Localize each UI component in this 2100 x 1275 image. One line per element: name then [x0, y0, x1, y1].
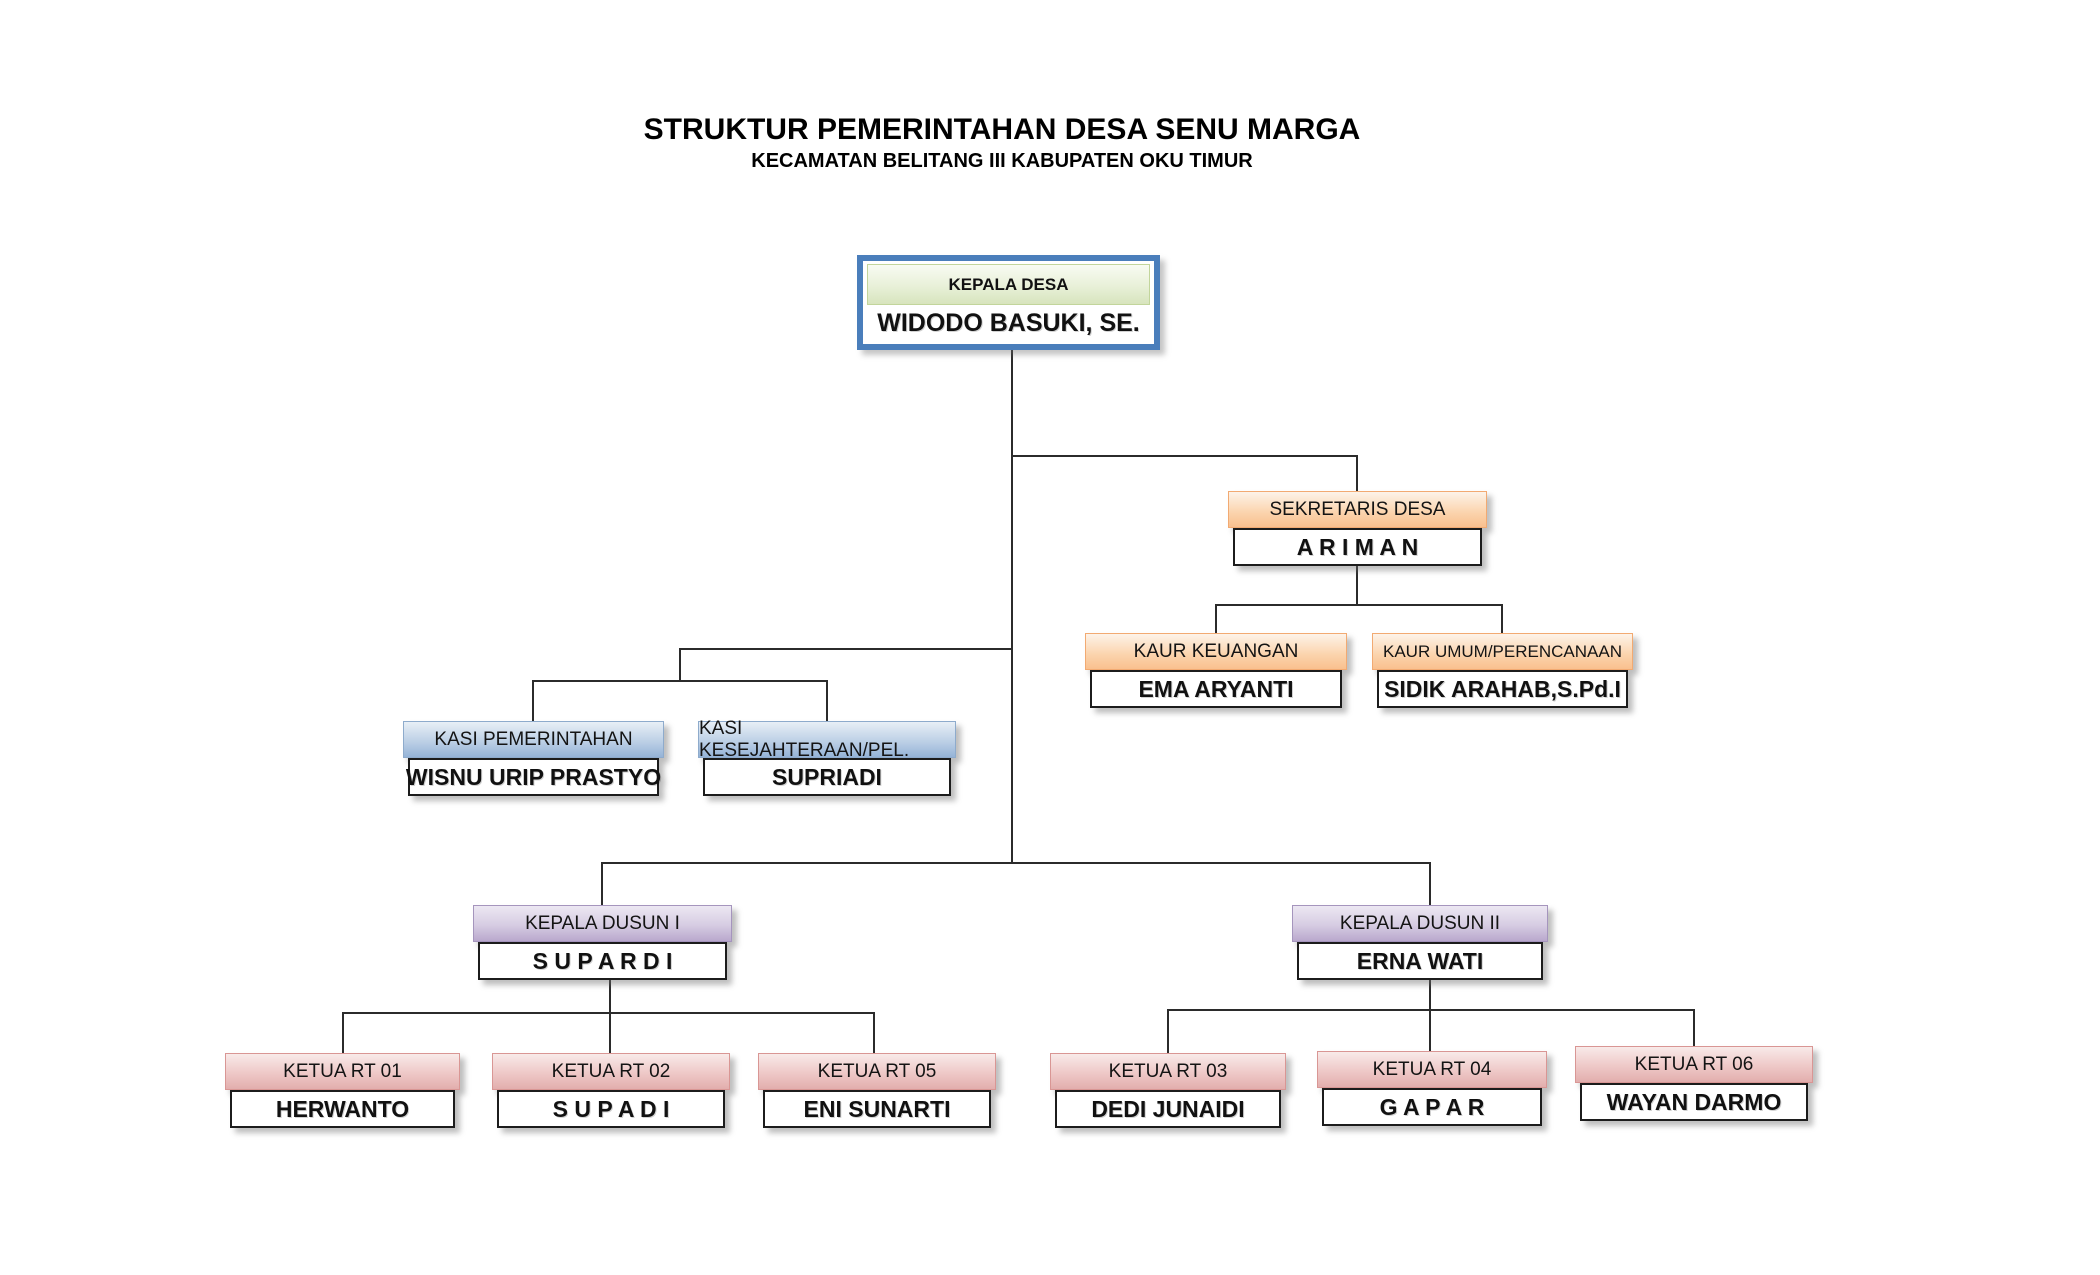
- role-header: SEKRETARIS DESA: [1228, 491, 1487, 528]
- person-name-box: WAYAN DARMO: [1580, 1083, 1808, 1121]
- person-name-box: HERWANTO: [230, 1090, 455, 1128]
- role-header: KAUR KEUANGAN: [1085, 633, 1347, 670]
- role-label: KETUA RT 06: [1634, 1053, 1754, 1075]
- connector: [1356, 455, 1358, 491]
- role-header: KASI PEMERINTAHAN: [403, 721, 664, 758]
- title-block: STRUKTUR PEMERINTAHAN DESA SENU MARGA KE…: [0, 112, 2004, 174]
- role-header: KEPALA DESA: [867, 264, 1150, 305]
- org-node-kasi-pemerintahan: KASI PEMERINTAHAN WISNU URIP PRASTYO: [403, 721, 664, 796]
- role-header: KETUA RT 04: [1317, 1051, 1547, 1088]
- page-title: STRUKTUR PEMERINTAHAN DESA SENU MARGA: [643, 113, 1361, 146]
- person-name: WISNU URIP PRASTYO: [405, 763, 662, 790]
- org-node-kaur-keuangan: KAUR KEUANGAN EMA ARYANTI: [1085, 633, 1347, 708]
- role-label: KEPALA DUSUN II: [1339, 912, 1501, 934]
- connector: [601, 862, 603, 905]
- role-header: KETUA RT 06: [1575, 1046, 1813, 1083]
- role-label: KASI PEMERINTAHAN: [434, 728, 633, 750]
- person-name: DEDI JUNAIDI: [1091, 1095, 1245, 1122]
- role-label: KETUA RT 01: [283, 1060, 402, 1082]
- role-header: KETUA RT 05: [758, 1053, 996, 1090]
- person-name-box: A R I M A N: [1233, 528, 1482, 566]
- role-header: KETUA RT 03: [1050, 1053, 1286, 1090]
- person-name: WAYAN DARMO: [1606, 1088, 1782, 1115]
- person-name-box: ENI SUNARTI: [763, 1090, 991, 1128]
- org-node-kepala-dusun-2: KEPALA DUSUN II ERNA WATI: [1292, 905, 1548, 980]
- role-label: KETUA RT 05: [817, 1060, 937, 1082]
- role-label: KETUA RT 04: [1372, 1058, 1492, 1080]
- org-node-ketua-rt-01: KETUA RT 01 HERWANTO: [225, 1053, 460, 1128]
- person-name: A R I M A N: [1296, 533, 1419, 560]
- person-name: HERWANTO: [275, 1095, 410, 1122]
- person-name: G A P A R: [1379, 1093, 1485, 1120]
- role-header: KETUA RT 01: [225, 1053, 460, 1090]
- role-header: KEPALA DUSUN I: [473, 905, 732, 942]
- role-header: KAUR UMUM/PERENCANAAN: [1372, 633, 1633, 670]
- connector: [601, 862, 1431, 864]
- connector: [342, 1012, 344, 1053]
- org-node-sekretaris-desa: SEKRETARIS DESA A R I M A N: [1228, 491, 1487, 566]
- role-label: KASI KESEJAHTERAAN/PEL.: [699, 717, 910, 761]
- person-name: S U P A D I: [552, 1095, 670, 1122]
- person-name-box: SIDIK ARAHAB,S.Pd.I: [1377, 670, 1628, 708]
- connector: [1011, 455, 1358, 457]
- connector: [1429, 977, 1431, 1051]
- person-name: EMA ARYANTI: [1138, 675, 1294, 702]
- person-name-box: EMA ARYANTI: [1090, 670, 1342, 708]
- connector: [1501, 604, 1503, 633]
- person-name: SUPRIADI: [772, 763, 882, 790]
- connector: [532, 680, 828, 682]
- connector: [679, 648, 1013, 650]
- role-label: KETUA RT 02: [551, 1060, 671, 1082]
- role-header: KASI KESEJAHTERAAN/PEL.: [698, 718, 956, 761]
- person-name-box: G A P A R: [1322, 1088, 1542, 1126]
- connector: [532, 680, 534, 721]
- role-header: KETUA RT 02: [492, 1053, 730, 1090]
- connector: [1011, 350, 1013, 864]
- person-name: S U P A R D I: [532, 947, 673, 974]
- connector: [1693, 1009, 1695, 1046]
- org-node-kasi-kesejahteraan: KASI KESEJAHTERAAN/PEL. SUPRIADI: [698, 718, 956, 796]
- role-header: KEPALA DUSUN II: [1292, 905, 1548, 942]
- connector: [342, 1012, 875, 1014]
- page-subtitle: KECAMATAN BELITANG III KABUPATEN OKU TIM…: [751, 150, 1253, 172]
- role-label: KEPALA DESA: [948, 274, 1069, 294]
- connector: [679, 648, 681, 682]
- person-name-box: DEDI JUNAIDI: [1055, 1090, 1281, 1128]
- role-label: KETUA RT 03: [1108, 1060, 1228, 1082]
- person-name-box: ERNA WATI: [1297, 942, 1543, 980]
- org-node-ketua-rt-02: KETUA RT 02 S U P A D I: [492, 1053, 730, 1128]
- person-name: ERNA WATI: [1356, 947, 1484, 974]
- org-node-ketua-rt-04: KETUA RT 04 G A P A R: [1317, 1051, 1547, 1126]
- org-node-kaur-umum-perencanaan: KAUR UMUM/PERENCANAAN SIDIK ARAHAB,S.Pd.…: [1372, 633, 1633, 708]
- org-node-kepala-desa: KEPALA DESA WIDODO BASUKI, SE.: [857, 255, 1160, 350]
- org-node-kepala-dusun-1: KEPALA DUSUN I S U P A R D I: [473, 905, 732, 980]
- connector: [1356, 566, 1358, 606]
- role-label: KAUR KEUANGAN: [1133, 640, 1299, 662]
- connector: [826, 680, 828, 721]
- person-name: SIDIK ARAHAB,S.Pd.I: [1384, 675, 1621, 702]
- role-label: SEKRETARIS DESA: [1269, 498, 1446, 520]
- role-label: KAUR UMUM/PERENCANAAN: [1383, 641, 1622, 661]
- connector: [1215, 604, 1217, 633]
- connector: [873, 1012, 875, 1053]
- person-name: WIDODO BASUKI, SE.: [877, 308, 1140, 337]
- person-name-box: WIDODO BASUKI, SE.: [873, 305, 1144, 341]
- person-name-box: S U P A R D I: [478, 942, 727, 980]
- person-name-box: S U P A D I: [497, 1090, 725, 1128]
- person-name: ENI SUNARTI: [803, 1095, 951, 1122]
- org-node-ketua-rt-06: KETUA RT 06 WAYAN DARMO: [1575, 1046, 1813, 1121]
- connector: [1167, 1009, 1169, 1053]
- org-node-ketua-rt-05: KETUA RT 05 ENI SUNARTI: [758, 1053, 996, 1128]
- connector: [1215, 604, 1503, 606]
- connector: [1167, 1009, 1695, 1011]
- connector: [609, 977, 611, 1053]
- org-node-ketua-rt-03: KETUA RT 03 DEDI JUNAIDI: [1050, 1053, 1286, 1128]
- connector: [1429, 862, 1431, 905]
- person-name-box: SUPRIADI: [703, 758, 951, 796]
- person-name-box: WISNU URIP PRASTYO: [405, 758, 662, 796]
- role-label: KEPALA DUSUN I: [525, 912, 680, 934]
